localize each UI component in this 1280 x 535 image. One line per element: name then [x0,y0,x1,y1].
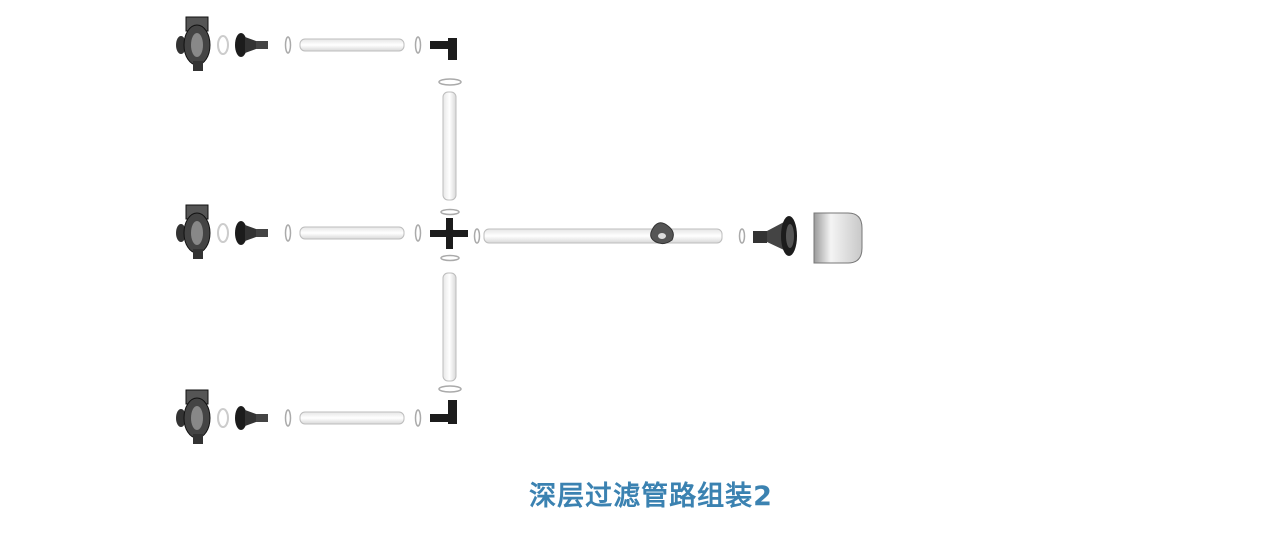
cross-fitting-icon [430,218,468,249]
o-ring [284,36,292,54]
middle-branch [176,204,468,259]
hose-barb-fitting-icon [235,221,268,245]
diagram-caption: 深层过滤管路组装2 [529,481,773,512]
o-ring [414,224,422,242]
o-ring [438,78,462,86]
gasket [217,408,229,428]
o-ring [284,224,292,242]
o-ring [440,254,460,262]
elbow-fitting-icon [430,38,457,60]
o-ring [738,228,746,244]
o-ring [440,208,460,216]
o-ring [414,409,422,427]
vertical-tube-lower [442,272,457,382]
filter-capsule [813,212,863,264]
o-ring [473,228,481,244]
hose-barb-fitting-icon [235,33,268,57]
diaphragm-valve-icon [176,16,211,71]
o-ring [438,385,462,393]
elbow-fitting-icon [430,400,457,424]
gasket [217,35,229,55]
hose-barb-fitting-icon [235,406,268,430]
branch-tube [299,38,405,52]
vertical-tube-upper [442,91,457,201]
diaphragm-valve-icon [176,204,211,259]
o-ring [284,409,292,427]
tube-clamp-icon [650,222,674,245]
branch-tube [299,226,405,240]
gasket [217,223,229,243]
bottom-branch [176,389,457,444]
branch-tube [299,411,405,425]
sanitary-fitting-icon [753,216,797,256]
diaphragm-valve-icon [176,389,211,444]
main-outlet-tube [483,228,723,244]
top-branch [176,16,457,71]
o-ring [414,36,422,54]
